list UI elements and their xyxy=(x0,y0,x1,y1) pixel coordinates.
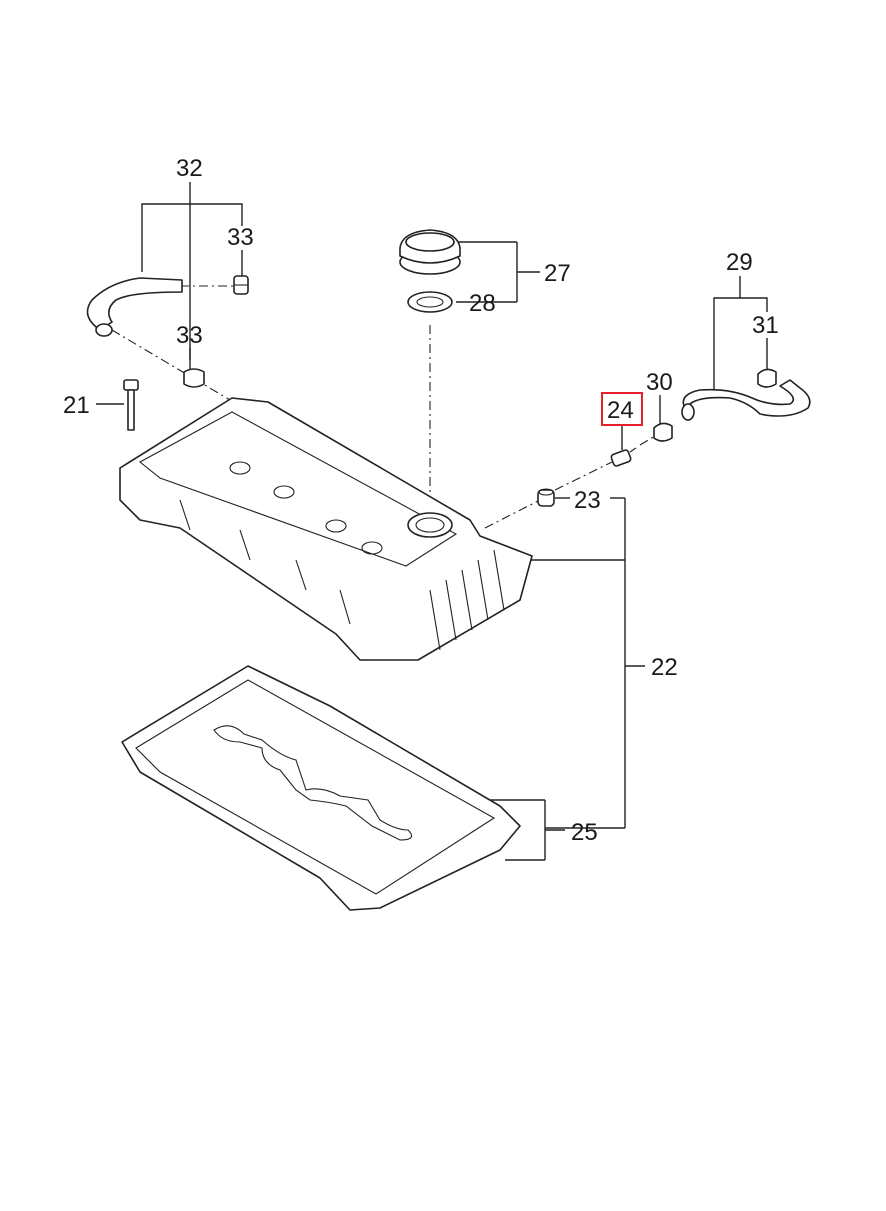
callout-25: 25 xyxy=(571,819,598,846)
callout-22: 22 xyxy=(651,654,678,681)
callout-31: 31 xyxy=(752,312,779,339)
cover-gasket-part xyxy=(121,665,521,911)
clamp-part-30 xyxy=(653,422,673,442)
highlight-box xyxy=(601,392,643,426)
callout-21: 21 xyxy=(63,392,90,419)
pcv-valve-part xyxy=(610,447,637,467)
pcv-hose-part xyxy=(86,277,183,337)
oil-filler-cap-part xyxy=(399,229,461,275)
hose-clamp-lower xyxy=(183,368,205,388)
callout-labels: 32 33 33 27 28 29 31 30 24 21 23 22 25 xyxy=(63,155,779,846)
leader-lines xyxy=(96,182,768,861)
cylinder-head-cover-part xyxy=(119,397,533,661)
callout-23: 23 xyxy=(574,487,601,514)
callout-29: 29 xyxy=(726,249,753,276)
callout-27: 27 xyxy=(544,260,571,287)
callout-33-upper: 33 xyxy=(227,224,254,251)
breather-hose-part xyxy=(681,379,811,421)
breather-clamp-part xyxy=(757,368,777,388)
bolt-part xyxy=(123,379,139,431)
callout-30: 30 xyxy=(646,369,673,396)
callout-24: 24 xyxy=(607,397,634,424)
hose-clamp-upper xyxy=(233,275,249,295)
callout-33-lower: 33 xyxy=(176,322,203,349)
grommet-part xyxy=(537,488,555,507)
cap-gasket-part xyxy=(407,291,453,313)
callout-32: 32 xyxy=(176,155,203,182)
callout-28: 28 xyxy=(469,290,496,317)
